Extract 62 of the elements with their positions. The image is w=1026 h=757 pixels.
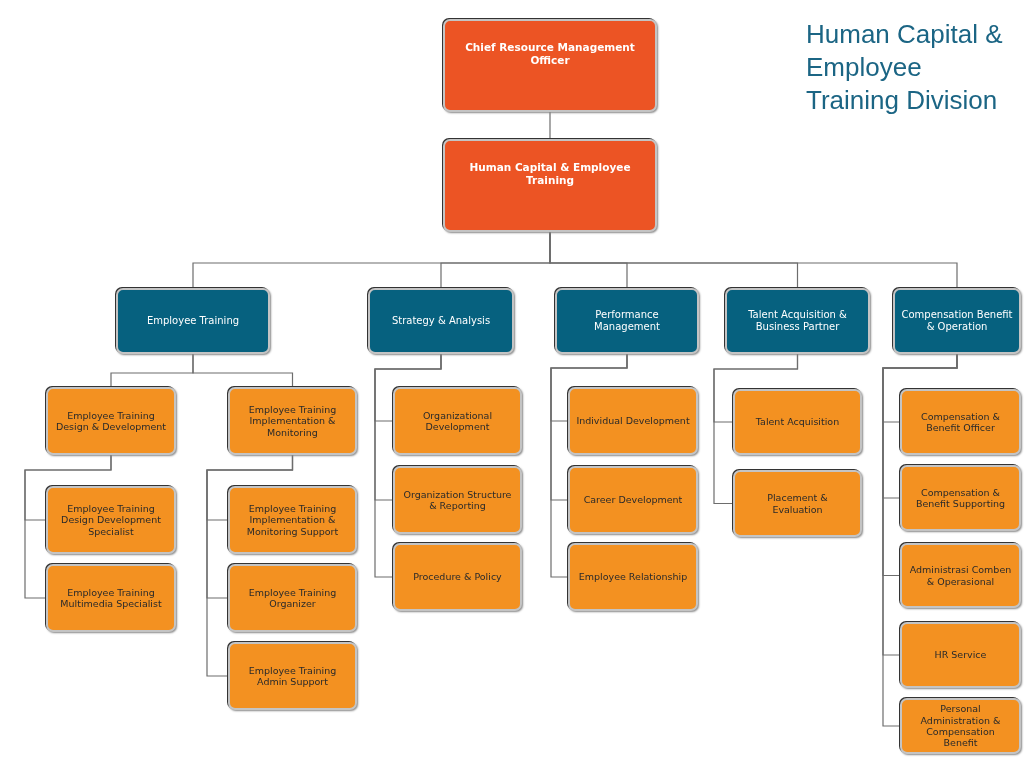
unit-name: Compensation & Benefit Officer: [920, 410, 1001, 434]
org-box: [368, 288, 514, 354]
org-box: [393, 466, 522, 534]
unit-name: Performance Management: [593, 309, 661, 333]
org-box: [228, 564, 357, 632]
org-box: [900, 698, 1021, 754]
org-box: [116, 288, 270, 354]
connector-line: [206, 454, 294, 677]
unit-name: Talent Acquisition & Business Partner: [747, 309, 848, 333]
unit-name: Career Development: [583, 494, 683, 506]
unit-name: Compensation & Benefit Supporting: [914, 486, 1007, 510]
org-box: [725, 288, 870, 354]
unit-name: Employee Training Organizer: [247, 586, 338, 610]
org-box: [900, 389, 1021, 455]
org-box: [568, 466, 698, 534]
org-box: [46, 486, 176, 554]
connector-line: [549, 111, 551, 140]
org-box: [893, 288, 1021, 354]
unit-name: Employee Relationship: [578, 571, 688, 583]
unit-name: Strategy & Analysis: [391, 315, 491, 327]
unit-name: Personal Administration & Compensation Benefit: [919, 703, 1002, 749]
org-box: [393, 387, 522, 455]
org-box: [733, 470, 862, 537]
unit-name: Employee Training Design & Development: [54, 409, 168, 433]
org-box: [46, 387, 176, 455]
org-box: [228, 486, 357, 554]
org-box: [900, 622, 1021, 688]
unit-name: Chief Resource Management Officer: [464, 40, 636, 67]
connector-line: [192, 353, 294, 388]
org-box: [443, 139, 657, 232]
org-box: [733, 389, 862, 455]
org-box: [443, 19, 657, 112]
org-box: [568, 543, 698, 611]
org-box: [900, 465, 1021, 531]
connector-line: [24, 454, 112, 599]
org-box: [228, 387, 357, 455]
diagram-title: Human Capital & Employee Training Division: [806, 18, 1004, 117]
org-box: [46, 564, 176, 632]
org-box: [568, 387, 698, 455]
connector-line: [550, 353, 628, 578]
unit-name: Employee Training Admin Support: [247, 664, 338, 688]
connector-line: [713, 353, 799, 505]
unit-name: Organization Structure & Reporting: [402, 488, 513, 512]
unit-name: Employee Training Implementation & Monitoring Support: [245, 502, 340, 538]
unit-name: Employee Training Implementation & Monitoring: [247, 403, 338, 439]
connector-line: [374, 353, 442, 578]
unit-name: Human Capital & Employee Training: [468, 160, 632, 187]
unit-name: Compensation Benefit & Operation: [901, 309, 1013, 333]
org-box: [228, 642, 357, 710]
unit-name: Employee Training Multimedia Specialist: [59, 586, 163, 610]
unit-name: Administrasi Comben & Operasional: [908, 564, 1013, 587]
unit-name: Individual Development: [576, 415, 690, 427]
unit-name: Organizational Development: [421, 409, 494, 433]
unit-name: Talent Acquisition: [755, 416, 840, 428]
org-box: [393, 543, 522, 611]
unit-name: Placement & Evaluation: [766, 492, 829, 515]
org-box: [555, 288, 699, 354]
unit-name: Employee Training: [146, 315, 240, 327]
unit-name: Employee Training Design Development Specialist: [60, 502, 162, 538]
org-box: [900, 543, 1021, 608]
unit-name: Procedure & Policy: [413, 571, 502, 583]
unit-name: HR Service: [934, 649, 987, 661]
